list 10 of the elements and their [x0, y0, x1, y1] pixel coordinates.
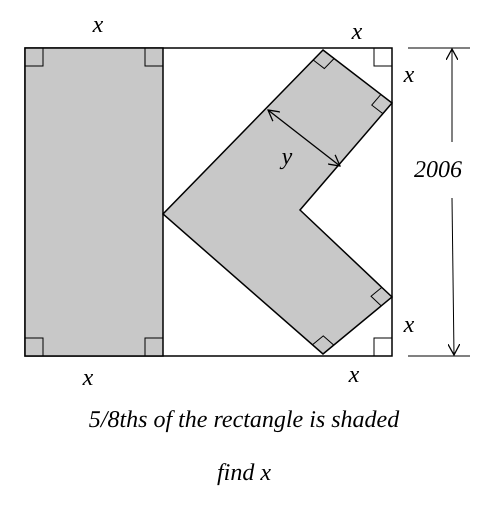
caption-text: find x: [217, 461, 271, 485]
dimension-label: x: [92, 13, 104, 37]
dimension-label: 2006: [414, 158, 462, 182]
dimension-label: y: [282, 145, 292, 169]
dimension-label: x: [352, 20, 362, 44]
caption-text: 5/8ths of the rectangle is shaded: [88, 408, 400, 432]
dimension-label: x: [82, 366, 94, 390]
dimension-label: x: [404, 63, 414, 87]
dimension-label: x: [348, 363, 360, 387]
dimension-label: x: [404, 313, 414, 337]
